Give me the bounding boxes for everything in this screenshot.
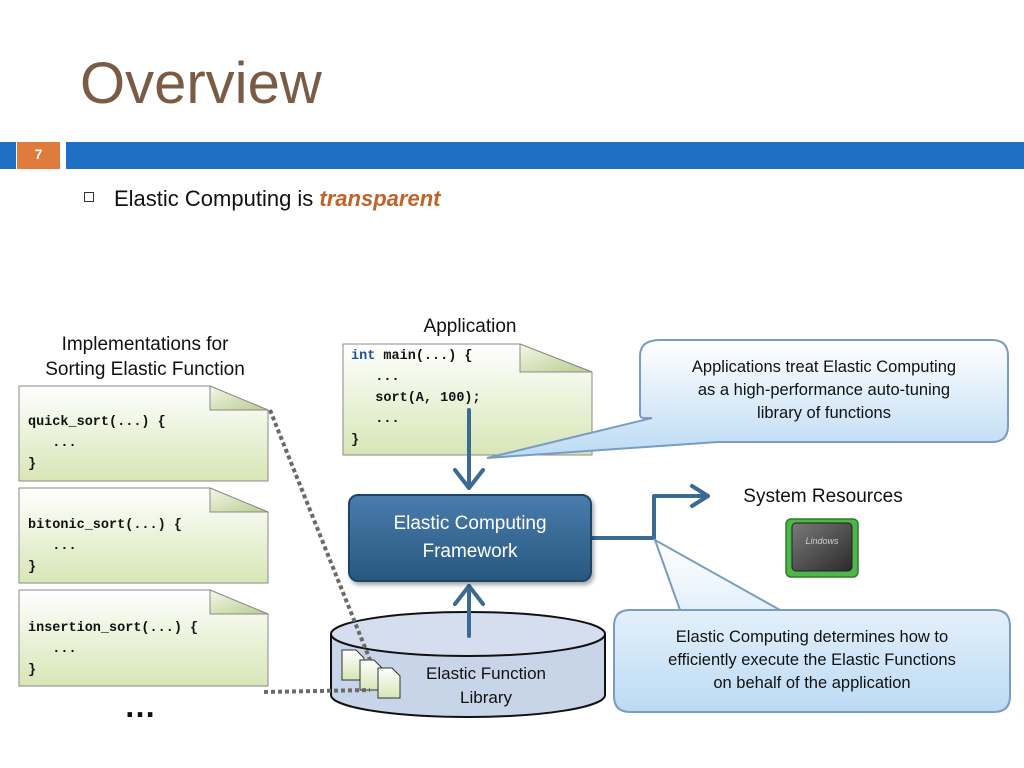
code-line: sort(A, 100); [351, 391, 481, 406]
framework-label: Elastic Computing Framework [393, 513, 547, 562]
code-line: quick_sort(...) { [28, 415, 166, 430]
code-text: main(...) { [375, 349, 473, 364]
slide-number: 7 [17, 142, 60, 169]
code-line: ... [28, 539, 77, 554]
callout-bottom-shape [613, 537, 1011, 713]
code-line: int main(...) { [343, 346, 489, 367]
impl-doc-quick-sort [18, 385, 269, 482]
code-line: ... [28, 436, 77, 451]
code-line: insertion_sort(...) { [28, 621, 199, 636]
chip-text: Lindows [805, 536, 839, 546]
impl-card-bitonic-sort: bitonic_sort(...) { ... } [20, 515, 190, 578]
system-resources-label: System Resources [743, 486, 903, 507]
callout-top-shape [486, 339, 1009, 459]
library-label: Elastic Function Library [426, 664, 546, 707]
code-line: bitonic_sort(...) { [28, 518, 182, 533]
bullet-item: Elastic Computing is transparent [84, 186, 440, 212]
code-keyword: int [351, 349, 376, 364]
application-label: Application [423, 316, 517, 337]
title-rule [66, 142, 1024, 169]
chip-icon [785, 518, 859, 578]
code-line: ... [351, 412, 400, 427]
implementations-label: Implementations for Sorting Elastic Func… [45, 334, 245, 380]
title-rule-left [0, 142, 16, 169]
bullet-text: Elastic Computing is [114, 186, 320, 211]
impl-doc-insertion-sort [18, 589, 269, 687]
application-code: int main(...) { ... sort(A, 100); ... } [343, 346, 489, 451]
more-ellipsis: … [124, 688, 156, 724]
library-docs-icon [341, 649, 401, 699]
code-line: } [351, 433, 360, 448]
application-doc [342, 343, 593, 456]
impl-card-quick-sort: quick_sort(...) { ... } [20, 412, 174, 475]
dotted-connectors [263, 409, 372, 694]
arrows [453, 408, 710, 638]
slide-title: Overview [80, 51, 322, 116]
code-line: } [28, 560, 37, 575]
callout-bottom-text: Elastic Computing determines how to effi… [668, 628, 956, 692]
code-line: ... [351, 370, 400, 385]
impl-doc-bitonic-sort [18, 487, 269, 584]
code-line: ... [28, 642, 77, 657]
callout-top-text: Applications treat Elastic Computing as … [691, 358, 957, 422]
square-bullet-icon [84, 192, 94, 203]
bullet-emphasis: transparent [319, 186, 441, 211]
impl-card-insertion-sort: insertion_sort(...) { ... } [20, 618, 206, 681]
code-line: } [28, 663, 37, 678]
code-line: } [28, 457, 37, 472]
framework-box: Elastic Computing Framework [348, 494, 592, 582]
